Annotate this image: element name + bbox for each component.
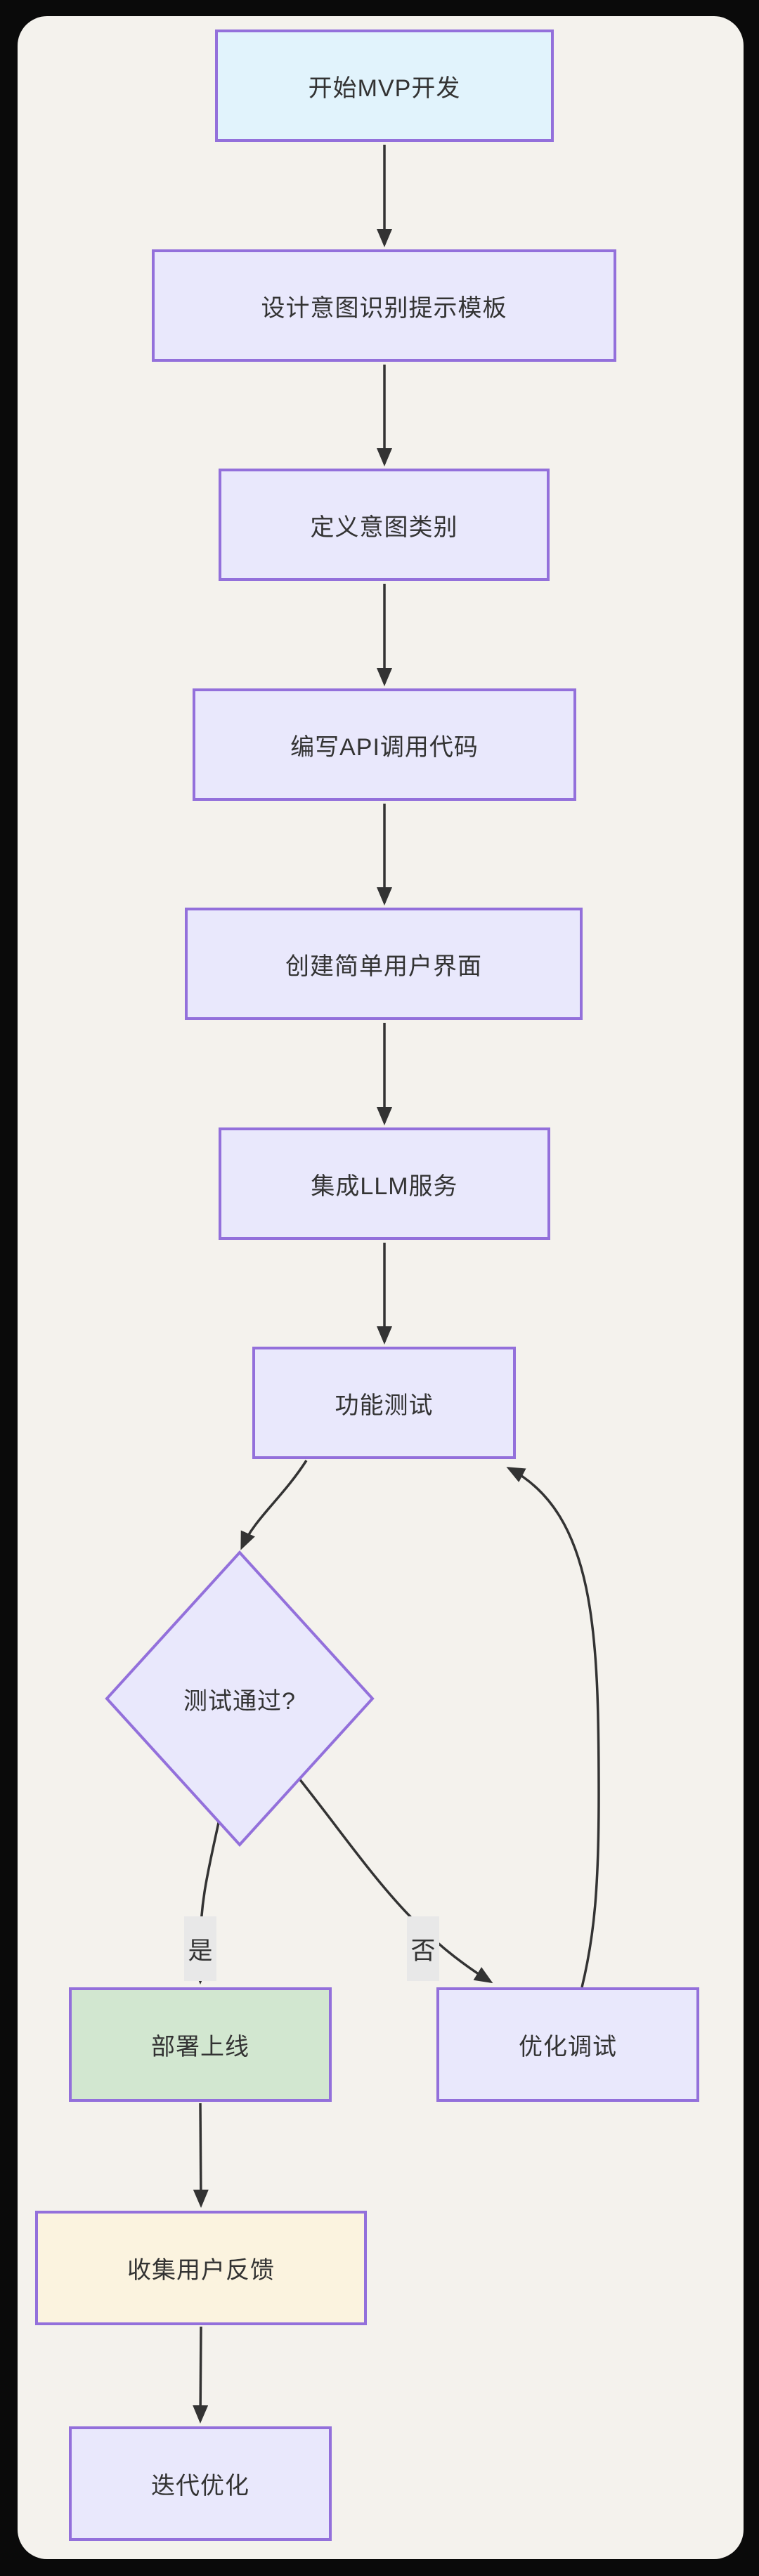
- node-function-test: 功能测试: [252, 1347, 516, 1459]
- node-create-simple-ui: 创建简单用户界面: [185, 908, 583, 1020]
- node-design-prompt-template: 设计意图识别提示模板: [152, 249, 616, 362]
- node-deploy: 部署上线: [69, 1987, 332, 2102]
- node-start: 开始MVP开发: [215, 30, 554, 142]
- node-decision-label: 测试通过?: [183, 1687, 296, 1715]
- edge-label-no: 否: [407, 1916, 439, 1981]
- node-define-intent-categories: 定义意图类别: [219, 469, 550, 581]
- node-write-api-code: 编写API调用代码: [193, 688, 576, 801]
- node-collect-feedback: 收集用户反馈: [35, 2211, 367, 2325]
- edge-label-yes: 是: [184, 1916, 216, 1981]
- node-integrate-llm: 集成LLM服务: [219, 1127, 550, 1240]
- node-iterate-optimize: 迭代优化: [69, 2426, 332, 2541]
- diagram-canvas: [18, 16, 744, 2559]
- node-optimize-debug: 优化调试: [436, 1987, 699, 2102]
